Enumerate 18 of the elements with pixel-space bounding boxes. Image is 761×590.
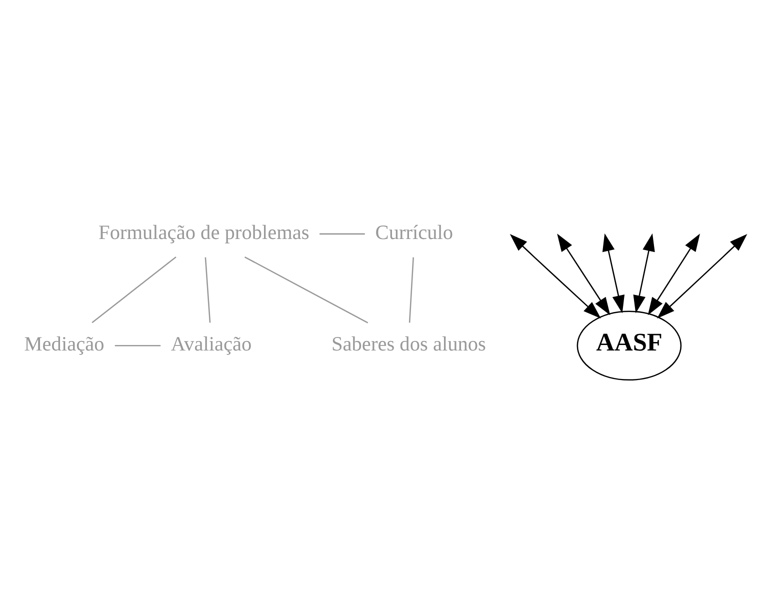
node-text: Formulação de problemas [98, 221, 310, 244]
connector [92, 256, 176, 323]
node-text: Mediação [24, 332, 104, 355]
node-ellipse: AASF [576, 310, 682, 380]
arrow [633, 232, 655, 313]
connector [408, 256, 414, 322]
arrow [557, 233, 610, 318]
connector [320, 232, 365, 234]
node-text: Avaliação [170, 332, 252, 355]
arrow [657, 234, 748, 318]
connector [114, 344, 161, 346]
connector [244, 256, 368, 323]
node-text: Currículo [375, 221, 454, 244]
node-text: Saberes dos alunos [331, 332, 486, 355]
connector [204, 256, 211, 322]
arrow [602, 232, 625, 313]
arrow [510, 234, 601, 318]
arrow [648, 233, 700, 318]
